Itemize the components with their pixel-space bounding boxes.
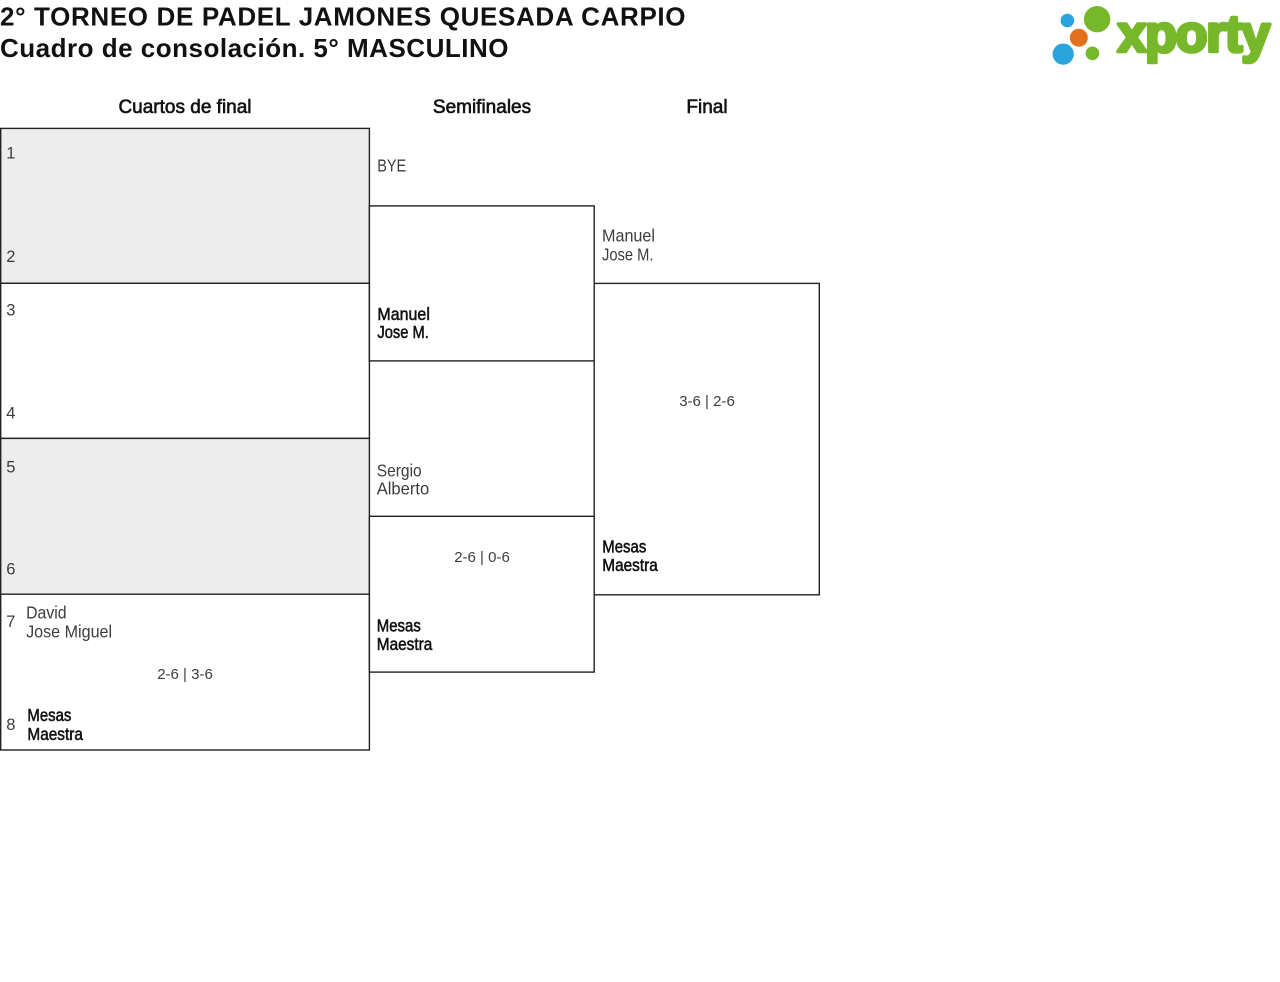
- svg-text:Semifinales: Semifinales: [433, 97, 531, 118]
- svg-text:Alberto: Alberto: [377, 478, 430, 498]
- svg-text:7: 7: [6, 613, 15, 631]
- svg-text:Manuel: Manuel: [602, 226, 655, 246]
- svg-text:xporty: xporty: [1118, 6, 1271, 64]
- svg-text:Jose Miguel: Jose Miguel: [26, 622, 112, 642]
- svg-text:Cuadro de consolación. 5° MASC: Cuadro de consolación. 5° MASCULINO: [0, 33, 509, 63]
- svg-text:2-6 | 3-6: 2-6 | 3-6: [157, 666, 213, 683]
- svg-text:Mesas: Mesas: [377, 616, 421, 636]
- svg-text:8: 8: [6, 716, 15, 734]
- svg-text:Mesas: Mesas: [602, 537, 646, 557]
- svg-text:Manuel: Manuel: [377, 304, 430, 324]
- svg-text:BYE: BYE: [377, 156, 406, 176]
- svg-text:Cuartos de final: Cuartos de final: [118, 97, 251, 118]
- svg-text:Sergio: Sergio: [377, 460, 422, 480]
- svg-text:Maestra: Maestra: [602, 555, 658, 575]
- svg-text:3-6 | 2-6: 3-6 | 2-6: [679, 393, 735, 410]
- svg-text:Maestra: Maestra: [27, 724, 83, 744]
- svg-text:Final: Final: [686, 97, 727, 118]
- svg-text:5: 5: [6, 459, 15, 477]
- svg-text:6: 6: [6, 560, 15, 578]
- svg-text:1: 1: [6, 145, 15, 163]
- svg-text:4: 4: [6, 405, 15, 423]
- svg-text:Maestra: Maestra: [377, 634, 433, 654]
- svg-text:2-6 | 0-6: 2-6 | 0-6: [454, 549, 510, 566]
- svg-text:Jose M.: Jose M.: [602, 245, 654, 265]
- svg-text:3: 3: [6, 302, 15, 320]
- svg-text:2° TORNEO DE PADEL JAMONES QUE: 2° TORNEO DE PADEL JAMONES QUESADA CARPI…: [0, 2, 686, 32]
- svg-text:Jose M.: Jose M.: [377, 322, 429, 342]
- svg-text:David: David: [26, 603, 67, 623]
- svg-text:2: 2: [6, 248, 15, 266]
- svg-text:Mesas: Mesas: [27, 705, 71, 725]
